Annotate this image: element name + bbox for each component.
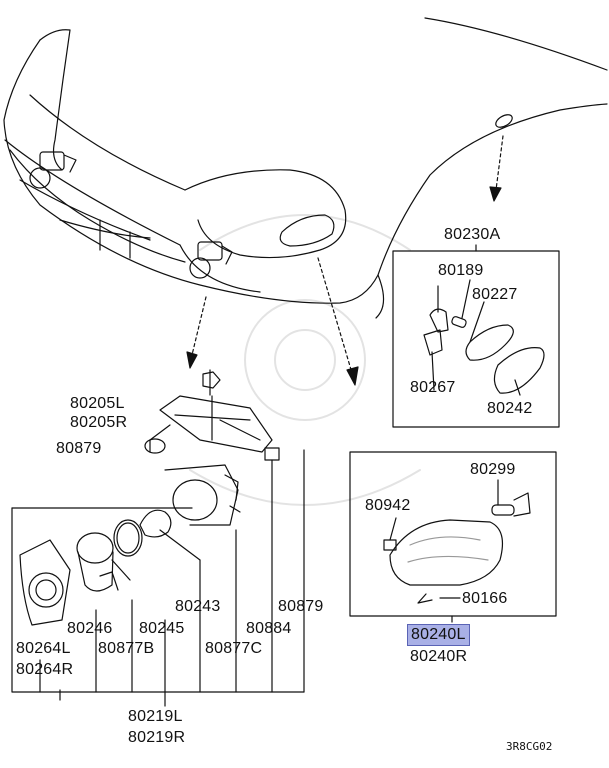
fog-lamp-gasket-inner	[116, 522, 140, 554]
car-body-outline	[3, 17, 608, 319]
part-number-80242[interactable]: 80242	[487, 400, 533, 417]
fog-lamp-clip-right	[264, 447, 280, 461]
diagram-code: 3R8CG02	[506, 740, 553, 753]
arrow-turn-lamp	[317, 257, 359, 386]
side-marker-gasket	[465, 324, 514, 361]
part-number-80246[interactable]: 80246	[67, 620, 113, 637]
part-number-80205L[interactable]: 80205L	[70, 395, 125, 412]
fog-lamp-bezel	[19, 539, 71, 626]
part-number-80267[interactable]: 80267	[410, 379, 456, 396]
arrow-side-marker	[489, 135, 504, 202]
part-number-80877B[interactable]: 80877B	[98, 640, 155, 657]
part-number-80189[interactable]: 80189	[438, 262, 484, 279]
turn-lamp-lens	[389, 519, 503, 586]
fog-lamp-lens	[139, 509, 172, 538]
part-number-80264L[interactable]: 80264L	[16, 640, 71, 657]
part-number-80942[interactable]: 80942	[365, 497, 411, 514]
part-number-80227[interactable]: 80227	[472, 286, 518, 303]
part-number-80240L[interactable]: 80240L	[407, 624, 470, 646]
fog-lamp-bracket	[159, 395, 273, 453]
part-number-80240R[interactable]: 80240R	[410, 648, 468, 665]
part-number-80264R[interactable]: 80264R	[16, 661, 74, 678]
part-number-80230A[interactable]: 80230A	[444, 226, 501, 243]
part-number-80879-left[interactable]: 80879	[56, 440, 102, 457]
part-number-80166[interactable]: 80166	[462, 590, 508, 607]
arrow-fog-lamp	[186, 296, 207, 369]
fog-lamp-body	[164, 464, 239, 526]
part-number-80205R[interactable]: 80205R	[70, 414, 128, 431]
fog-lamp-mount-right	[189, 241, 233, 279]
side-marker-bulb	[451, 316, 467, 328]
side-marker-socket	[423, 308, 449, 356]
fog-lamp-nut-left	[144, 438, 166, 454]
turn-lamp-socket	[491, 492, 531, 517]
side-marker-opening	[495, 114, 513, 128]
part-number-80245[interactable]: 80245	[139, 620, 185, 637]
fog-lamp-reflector	[76, 532, 114, 592]
part-number-80877C[interactable]: 80877C	[205, 640, 263, 657]
part-number-80879-right[interactable]: 80879	[278, 598, 324, 615]
fog-lamp-mount-left	[29, 151, 77, 189]
part-number-80299[interactable]: 80299	[470, 461, 516, 478]
part-number-80219L[interactable]: 80219L	[128, 708, 183, 725]
part-number-80884[interactable]: 80884	[246, 620, 292, 637]
part-number-80219R[interactable]: 80219R	[128, 729, 186, 746]
fog-lamp-nut-top	[202, 371, 221, 389]
fog-lamp-gasket	[113, 519, 143, 557]
side-marker-lens	[493, 347, 545, 394]
watermark	[189, 214, 421, 506]
turn-lamp-box	[349, 451, 557, 617]
part-number-80243[interactable]: 80243	[175, 598, 221, 615]
